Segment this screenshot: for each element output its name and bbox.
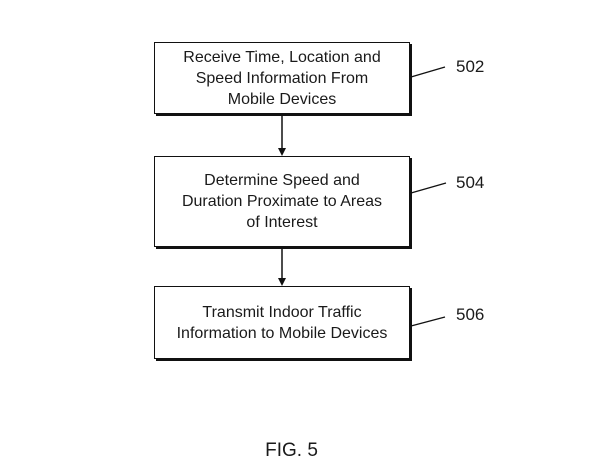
step-box-determine-speed: Determine Speed and Duration Proximate t… (154, 156, 410, 247)
reference-numeral: 502 (456, 57, 485, 76)
step-text: Transmit Indoor Traffic Information to M… (176, 303, 388, 342)
leader-line-504 (410, 182, 447, 194)
leader-line-502 (410, 66, 446, 78)
reference-numeral: 506 (456, 305, 485, 324)
step-box-transmit-traffic: Transmit Indoor Traffic Information to M… (154, 286, 410, 359)
leader-line-506 (410, 316, 446, 327)
step-text: Determine Speed and Duration Proximate t… (181, 172, 383, 231)
step-text: Receive Time, Location and Speed Informa… (183, 48, 381, 108)
reference-numeral: 504 (456, 173, 485, 192)
figure-caption: FIG. 5 (265, 440, 318, 461)
step-box-receive-info: Receive Time, Location and Speed Informa… (154, 42, 410, 114)
